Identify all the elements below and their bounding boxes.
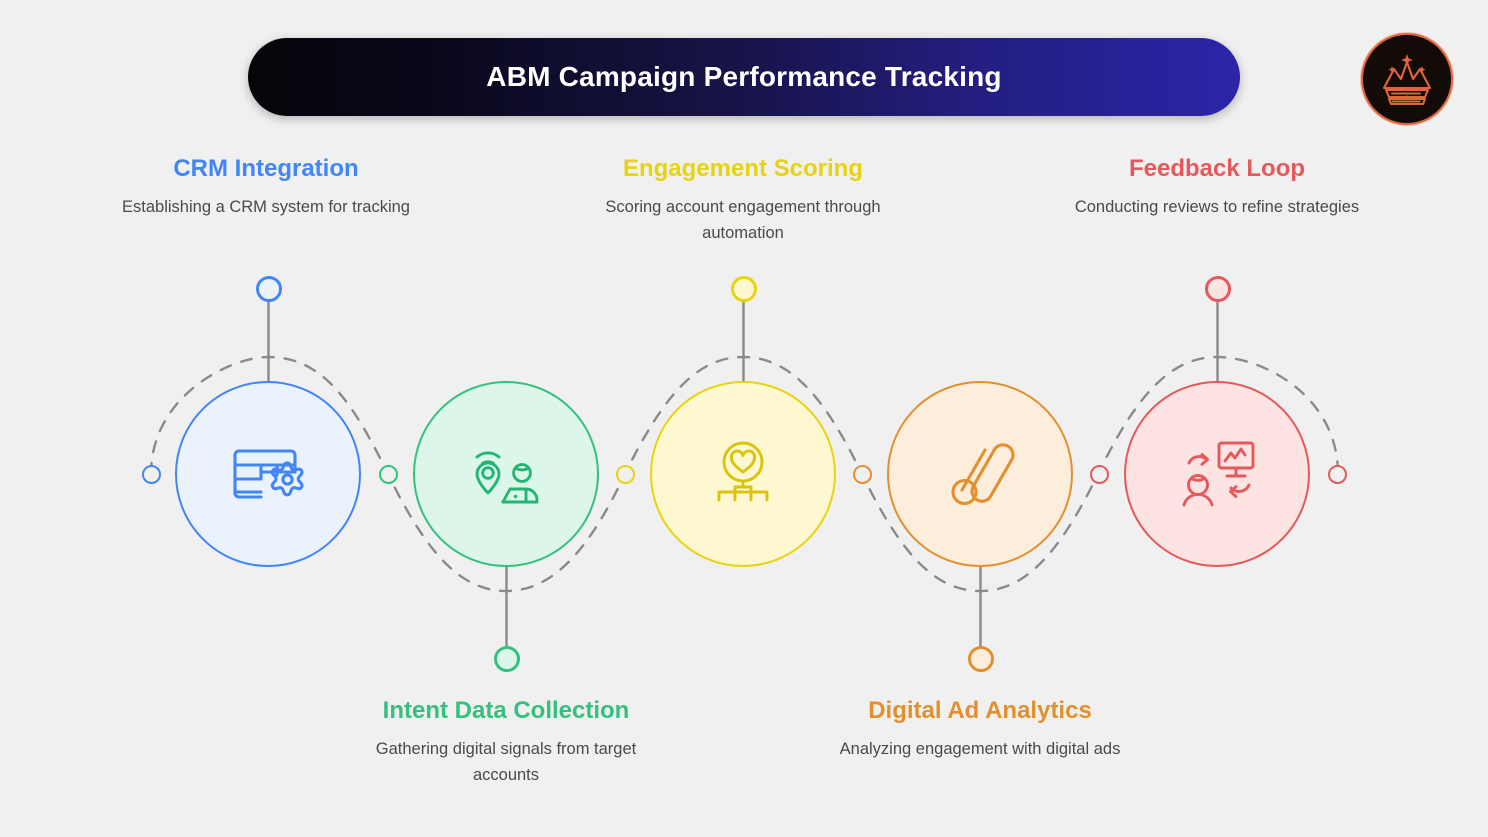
- label-title-crm-integration: CRM Integration: [173, 155, 359, 182]
- location-signal-person-laptop-icon: [475, 451, 539, 504]
- google-ads-icon: [951, 443, 1015, 506]
- table-settings-icon: [233, 449, 304, 499]
- label-engagement-scoring: Engagement Scoring Scoring account engag…: [578, 155, 908, 246]
- stem-dot-digital-ad-analytics: [968, 646, 994, 672]
- stem-dot-crm-integration: [256, 276, 282, 302]
- feedback-review-person-chart-icon: [1182, 441, 1255, 507]
- label-desc-feedback-loop: Conducting reviews to refine strategies: [1074, 198, 1360, 217]
- label-title-intent-data-collection: Intent Data Collection: [382, 697, 630, 724]
- path-marker-4: [1090, 465, 1109, 484]
- stem-dot-intent-data-collection: [494, 646, 520, 672]
- label-crm-integration: CRM Integration Establishing a CRM syste…: [101, 155, 431, 221]
- heart-hierarchy-icon: [717, 441, 769, 502]
- label-desc-crm-integration: Establishing a CRM system for tracking: [122, 198, 410, 217]
- title-banner: ABM Campaign Performance Tracking: [248, 38, 1240, 116]
- label-title-engagement-scoring: Engagement Scoring: [622, 155, 864, 182]
- label-title-feedback-loop: Feedback Loop: [1128, 155, 1306, 182]
- label-intent-data-collection: Intent Data Collection Gathering digital…: [341, 697, 671, 788]
- path-marker-2: [616, 465, 635, 484]
- path-marker-3: [853, 465, 872, 484]
- label-desc-intent-data-collection: Gathering digital signals from target ac…: [375, 740, 637, 784]
- node-crm-integration[interactable]: [175, 381, 361, 567]
- label-title-digital-ad-analytics: Digital Ad Analytics: [868, 697, 1092, 724]
- page-title: ABM Campaign Performance Tracking: [486, 61, 1002, 92]
- crown-mountain-logo-icon: [1361, 33, 1453, 125]
- stem-dot-feedback-loop: [1205, 276, 1231, 302]
- node-feedback-loop[interactable]: [1124, 381, 1310, 567]
- node-digital-ad-analytics[interactable]: [887, 381, 1073, 567]
- path-marker-1: [379, 465, 398, 484]
- node-engagement-scoring[interactable]: [650, 381, 836, 567]
- stem-dot-engagement-scoring: [731, 276, 757, 302]
- node-intent-data-collection[interactable]: [413, 381, 599, 567]
- label-feedback-loop: Feedback Loop Conducting reviews to refi…: [1052, 155, 1382, 221]
- label-desc-digital-ad-analytics: Analyzing engagement with digital ads: [839, 740, 1121, 759]
- path-marker-start: [142, 465, 161, 484]
- path-marker-end: [1328, 465, 1347, 484]
- label-digital-ad-analytics: Digital Ad Analytics Analyzing engagemen…: [815, 697, 1145, 763]
- label-desc-engagement-scoring: Scoring account engagement through autom…: [605, 198, 881, 242]
